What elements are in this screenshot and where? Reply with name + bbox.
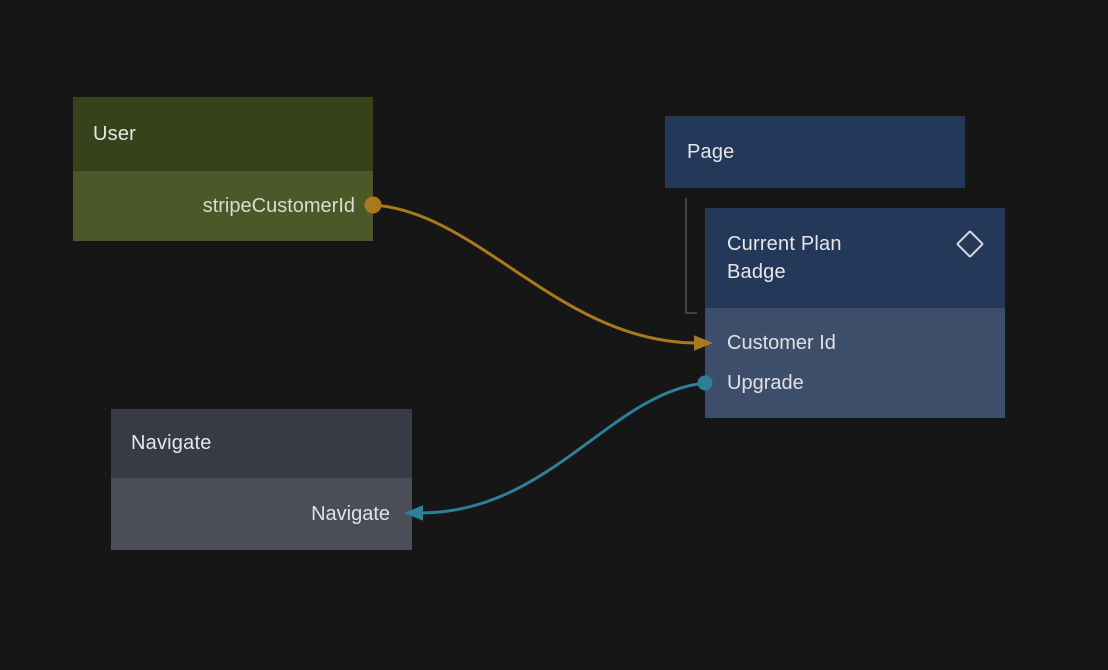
node-title: User (93, 122, 137, 145)
node-page-header[interactable]: Page (665, 116, 965, 188)
edge-upgrade-to-navigate[interactable] (418, 381, 707, 515)
tree-line-page-child (685, 198, 697, 314)
port-stripe-customer-id[interactable]: stripeCustomerId (73, 186, 373, 226)
node-user-header[interactable]: User (73, 97, 373, 171)
edge-stripecustomerid-to-customerid[interactable] (371, 203, 700, 345)
port-customer-id[interactable]: Customer Id (705, 323, 1005, 363)
port-label: Customer Id (727, 331, 836, 354)
node-navigate-header[interactable]: Navigate (111, 409, 412, 478)
node-title: Current Plan Badge (727, 233, 842, 283)
node-title: Page (687, 140, 735, 163)
node-current-plan-badge-header[interactable]: Current Plan Badge (705, 208, 1005, 308)
port-navigate[interactable]: Navigate (111, 494, 412, 534)
node-title: Navigate (131, 432, 212, 454)
node-page[interactable]: Page (665, 116, 965, 188)
port-label: stripeCustomerId (202, 194, 355, 217)
node-navigate[interactable]: Navigate Navigate (111, 409, 412, 550)
port-label: Upgrade (727, 371, 804, 394)
node-current-plan-badge[interactable]: Current Plan Badge Customer Id Upgrade (705, 208, 1005, 418)
node-current-plan-badge-body: Customer Id Upgrade (705, 308, 1005, 418)
node-navigate-body: Navigate (111, 478, 412, 550)
port-label: Navigate (311, 502, 390, 525)
diamond-icon (955, 229, 985, 259)
port-upgrade[interactable]: Upgrade (705, 363, 1005, 403)
node-user-body: stripeCustomerId (73, 171, 373, 241)
node-user[interactable]: User stripeCustomerId (73, 97, 373, 241)
